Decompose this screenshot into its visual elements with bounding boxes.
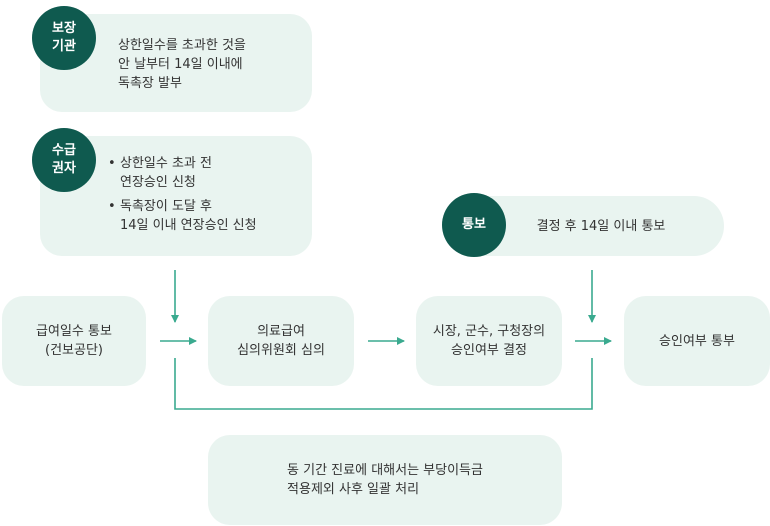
bottom-bracket-line	[174, 358, 593, 410]
flow-step-3: 시장, 군수, 구청장의 승인여부 결정	[416, 296, 562, 386]
recipient-badge-line1: 수급	[52, 143, 76, 158]
bottom-note-line2: 적용제외 사후 일괄 처리	[287, 482, 420, 497]
flow-step-1: 급여일수 통보 (건보공단)	[2, 296, 146, 386]
recipient-bullets: 상한일수 초과 전 연장승인 신청 독촉장이 도달 후 14일 이내 연장승인 …	[108, 154, 257, 240]
recipient-bullet-1-line1: 상한일수 초과 전	[120, 156, 212, 171]
flow-step-3-line1: 시장, 군수, 구청장의	[432, 324, 546, 339]
guarantee-text-line2: 안 날부터 14일 이내에	[118, 57, 243, 72]
flow-step-1-line2: (건보공단)	[45, 343, 103, 358]
flow-step-1-line1: 급여일수 통보	[36, 324, 112, 339]
recipient-bullet-2: 독촉장이 도달 후 14일 이내 연장승인 신청	[108, 197, 257, 235]
notice-badge: 통보	[442, 193, 506, 257]
bottom-note-line1: 동 기간 진료에 대해서는 부당이득금	[287, 463, 483, 478]
guarantee-text-line3: 독촉장 발부	[118, 76, 182, 91]
notice-badge-label: 통보	[462, 217, 486, 232]
recipient-bullet-2-line1: 독촉장이 도달 후	[120, 199, 212, 214]
flow-step-3-line2: 승인여부 결정	[451, 343, 527, 358]
guarantee-agency-badge: 보장 기관	[32, 6, 96, 70]
recipient-badge: 수급 권자	[32, 128, 96, 192]
notice-text: 결정 후 14일 이내 통보	[536, 218, 666, 234]
guarantee-badge-line2: 기관	[52, 39, 76, 54]
flow-step-4-line1: 승인여부 통부	[659, 333, 735, 349]
flow-step-4: 승인여부 통부	[624, 296, 770, 386]
guarantee-badge-line1: 보장	[52, 21, 76, 36]
bottom-note-box: 동 기간 진료에 대해서는 부당이득금 적용제외 사후 일괄 처리	[208, 435, 562, 525]
recipient-bullet-1: 상한일수 초과 전 연장승인 신청	[108, 154, 257, 192]
flow-step-2-line1: 의료급여	[257, 324, 305, 339]
flow-step-2: 의료급여 심의위원회 심의	[208, 296, 354, 386]
guarantee-text-line1: 상한일수를 초과한 것을	[118, 38, 246, 53]
recipient-bullet-1-line2: 연장승인 신청	[120, 175, 196, 190]
flow-step-2-line2: 심의위원회 심의	[237, 343, 325, 358]
recipient-bullet-2-line2: 14일 이내 연장승인 신청	[120, 218, 257, 233]
recipient-box: 상한일수 초과 전 연장승인 신청 독촉장이 도달 후 14일 이내 연장승인 …	[40, 136, 312, 256]
recipient-badge-line2: 권자	[52, 161, 76, 176]
